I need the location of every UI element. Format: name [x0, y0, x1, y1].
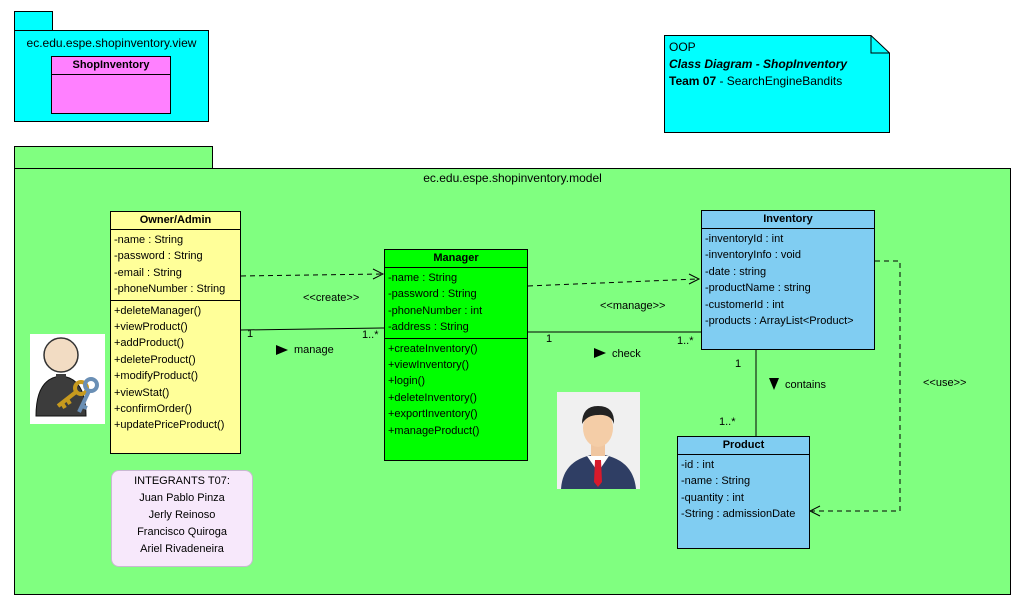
owner-admin-method: +confirmOrder() [114, 403, 192, 416]
owner-admin-attr: -email : String [114, 266, 182, 279]
product-attr: -String : admissionDate [681, 508, 796, 521]
note-line-oop: OOP [669, 40, 696, 54]
note-line-team: Team 07 - SearchEngineBandits [669, 73, 847, 90]
product-attributes: -id : int -name : String -quantity : int… [678, 455, 809, 525]
manager-multiplicity-right: 1 [546, 333, 553, 345]
inventory-class[interactable]: Inventory -inventoryId : int -inventoryI… [701, 210, 875, 350]
owner-admin-title: Owner/Admin [111, 212, 240, 230]
manager-attr: -address : String [388, 321, 469, 334]
contains-label: contains [785, 379, 826, 391]
admin-key-icon [35, 337, 99, 417]
integrants-note[interactable]: INTEGRANTS T07: Juan Pablo Pinza Jerly R… [111, 470, 253, 567]
inventory-attr: -customerId : int [705, 298, 784, 311]
note-shape [664, 35, 890, 133]
product-attr: -quantity : int [681, 491, 744, 504]
manager-method: +exportInventory() [388, 408, 478, 421]
note-team-name: - SearchEngineBandits [716, 74, 843, 88]
manager-avatar [557, 392, 640, 489]
manager-method: +viewInventory() [388, 359, 470, 372]
manage-direction-icon [276, 345, 288, 355]
owner-admin-attr: -password : String [114, 250, 203, 263]
view-package-tab [14, 11, 53, 31]
manager-methods: +createInventory() +viewInventory() +log… [385, 339, 527, 441]
create-label: <<create>> [303, 292, 360, 304]
integrant-name: Francisco Quiroga [137, 526, 227, 538]
product-title: Product [678, 437, 809, 455]
note-line-title: Class Diagram - ShopInventory [669, 57, 848, 71]
manager-class[interactable]: Manager -name : String -password : Strin… [384, 249, 528, 461]
inventory-attr: -date : string [705, 265, 767, 278]
inventory-multiplicity-left: 1..* [677, 335, 694, 347]
inventory-attr: -products : ArrayList<Product> [705, 315, 854, 328]
owner-admin-method: +modifyProduct() [114, 370, 199, 383]
title-note[interactable]: OOP Class Diagram - ShopInventory Team 0… [664, 35, 890, 133]
manager-method: +login() [388, 375, 425, 388]
integrant-name: Ariel Rivadeneira [140, 543, 224, 555]
owner-multiplicity: 1 [247, 328, 254, 340]
businessman-icon [561, 406, 636, 489]
owner-admin-method: +addProduct() [114, 337, 185, 350]
note-team-label: Team 07 [669, 74, 717, 88]
inventory-attr: -inventoryInfo : void [705, 249, 801, 262]
integrants-title: INTEGRANTS T07: [134, 475, 230, 487]
product-class[interactable]: Product -id : int -name : String -quanti… [677, 436, 810, 549]
manager-attr: -password : String [388, 288, 477, 301]
admin-avatar [30, 334, 105, 424]
check-direction-icon [594, 348, 606, 358]
contains-direction-icon [769, 378, 779, 390]
model-package-name: ec.edu.espe.shopinventory.model [423, 171, 602, 185]
owner-admin-attr: -name : String [114, 234, 184, 246]
owner-admin-method: +deleteProduct() [114, 353, 196, 366]
owner-admin-class[interactable]: Owner/Admin -name : String -password : S… [110, 211, 241, 454]
owner-admin-method: +viewStat() [114, 386, 170, 399]
product-multiplicity-top: 1..* [719, 416, 736, 428]
integrant-name: Jerly Reinoso [148, 509, 216, 521]
manager-multiplicity-left: 1..* [362, 329, 379, 341]
shop-inventory-class[interactable]: ShopInventory [51, 56, 171, 114]
owner-admin-method: +updatePriceProduct() [114, 419, 225, 432]
owner-admin-method: +viewProduct() [114, 321, 188, 334]
manager-attr: -phoneNumber : int [388, 304, 483, 317]
check-label: check [612, 348, 641, 360]
owner-admin-attributes: -name : String -password : String -email… [111, 230, 240, 301]
manager-attributes: -name : String -password : String -phone… [385, 268, 527, 339]
manager-method: +createInventory() [388, 342, 478, 355]
inventory-attributes: -inventoryId : int -inventoryInfo : void… [702, 229, 874, 331]
inventory-title: Inventory [702, 211, 874, 229]
model-package-tab [14, 146, 213, 169]
use-label: <<use>> [923, 377, 967, 389]
manager-attr: -name : String [388, 272, 458, 284]
manage-label: manage [294, 344, 334, 356]
view-package-name: ec.edu.espe.shopinventory.view [26, 36, 197, 50]
manage-dep-label: <<manage>> [600, 300, 666, 312]
integrant-name: Juan Pablo Pinza [139, 492, 225, 504]
inventory-multiplicity-bottom: 1 [735, 358, 742, 370]
inventory-attr: -inventoryId : int [705, 233, 784, 245]
shop-inventory-class-title: ShopInventory [52, 57, 170, 75]
owner-admin-method: +deleteManager() [114, 304, 202, 317]
manager-method: +deleteInventory() [388, 391, 477, 404]
owner-admin-attr: -phoneNumber : String [114, 283, 226, 296]
product-attr: -name : String [681, 475, 751, 488]
manager-method: +manageProduct() [388, 424, 480, 437]
manager-title: Manager [385, 250, 527, 268]
product-attr: -id : int [681, 459, 715, 471]
inventory-attr: -productName : string [705, 282, 811, 295]
owner-admin-methods: +deleteManager() +viewProduct() +addProd… [111, 301, 240, 436]
